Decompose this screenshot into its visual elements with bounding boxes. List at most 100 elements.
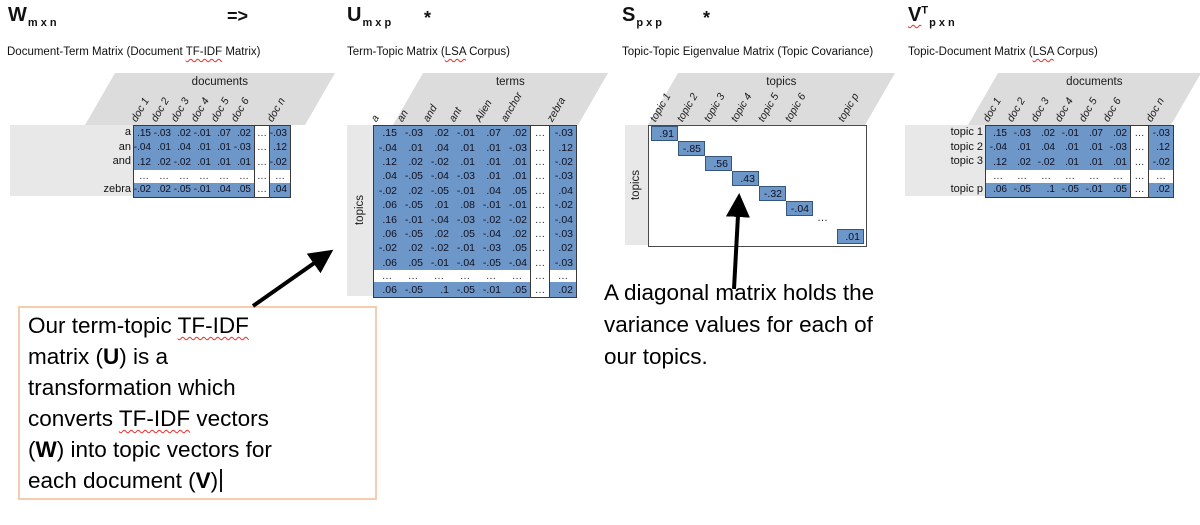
u-cell: -.02 [374,183,400,198]
w-cell: -.01 [194,182,214,197]
u-cell: … [400,269,426,283]
u-cell: .02 [400,241,426,256]
w-cell: .01 [214,140,234,155]
u-cell: -.02 [426,154,452,170]
w-cell: .15 [134,126,154,141]
vt-cell: .02 [1034,126,1058,141]
u-cell: .04 [478,183,504,198]
w-cell: .01 [214,155,234,170]
vt-cell: .1 [1034,182,1058,197]
w-row-label: a [124,126,131,139]
u-cell: .05 [504,241,530,256]
u-cell: … [530,226,550,242]
u-cell: … [478,269,504,283]
w-cell: … [234,169,254,183]
vt-cell: … [1130,126,1149,141]
u-col-header: ant [446,105,465,124]
u-cell: .02 [504,126,530,141]
vt-cell: … [1058,169,1082,183]
w-cell: … [254,155,270,170]
vt-cell: .05 [1106,182,1130,197]
text-segment: ( [28,437,36,462]
w-cell: .02 [234,126,254,141]
u-col-header: anchor [498,90,526,124]
u-cell: -.05 [478,255,504,270]
u-cell: -.01 [452,241,478,256]
u-cell: .15 [374,126,400,141]
u-cell: .01 [478,154,504,170]
w-cell: .02 [154,155,174,170]
u-cell: .01 [400,140,426,155]
u-cell: -.05 [400,169,426,184]
vt-cell: … [1130,155,1149,170]
w-row-label: an [118,140,131,153]
vt-cell: .12 [1149,140,1173,155]
u-cell: -.03 [452,169,478,184]
text-cursor [220,469,223,492]
vt-cell: .01 [1082,140,1106,155]
vt-cell: .01 [1082,155,1106,170]
u-cell: .05 [400,255,426,270]
w-cell: -.02 [270,155,290,170]
vt-cell: .15 [986,126,1010,141]
u-cell: .01 [504,169,530,184]
s-diagonal-cell-last: .01 [837,229,864,244]
vt-cell: -.02 [1149,155,1173,170]
u-cell: -.04 [426,212,452,227]
w-cell: .05 [234,182,254,197]
u-cell: … [374,269,400,283]
u-cell: .01 [452,140,478,155]
u-cell: … [550,269,576,283]
u-cell: -.05 [400,226,426,242]
vt-row-label [905,169,985,182]
s-col-header-last: topic p [835,91,862,124]
w-cell: .04 [174,140,194,155]
w-row-label: zebra [103,182,131,195]
text-segment: Matrix) [222,46,261,58]
diagonal-note-line: our topics. [604,344,708,369]
s-col-header: topic 4 [728,91,755,124]
diagonal-note-line: A diagonal matrix holds the [604,280,875,305]
s-col-header: topic 1 [647,91,674,124]
u-cell: .01 [504,154,530,170]
w-row-label: and [112,155,131,168]
matrix-s-subtitle: Topic-Topic Eigenvalue Matrix (Topic Cov… [622,46,873,58]
vt-cell: .04 [1034,140,1058,155]
s-col-header: topic 2 [674,91,701,124]
w-cell: … [254,182,270,197]
w-cell: -.05 [174,182,194,197]
u-cell: -.01 [452,183,478,198]
w-cell: .01 [154,140,174,155]
text-segment: ) [210,468,219,493]
vt-row-label: topic 1 [950,126,983,139]
s-diagonal-cell: -.04 [786,201,813,216]
u-cell: .08 [452,197,478,213]
vt-col-header: doc 2 [1004,95,1028,124]
w-cell: … [254,126,270,141]
u-cell: -.01 [400,212,426,227]
u-cell: -.05 [400,282,426,297]
w-col-header: doc 3 [168,95,192,124]
u-cell: -.01 [426,255,452,270]
s-col-header: topic 3 [701,91,728,124]
u-col-header: an [394,107,411,124]
u-cell: … [530,140,550,155]
u-cell: -.04 [426,169,452,184]
matrix-u-subtitle: Term-Topic Matrix (LSA Corpus) [347,46,510,58]
vt-cell: .01 [1058,140,1082,155]
u-cell: -.04 [478,226,504,242]
w-cell: … [254,169,270,183]
u-cell: -.03 [400,126,426,141]
w-cell: … [254,140,270,155]
vt-cell: -.04 [986,140,1010,155]
multiply-operator-2: * [703,8,711,28]
u-cell: … [530,282,550,297]
textbox-line: matrix (U) is a [28,341,367,372]
w-cell: … [154,169,174,183]
s-dots: … [817,212,828,224]
u-side-label: topics [354,195,367,226]
